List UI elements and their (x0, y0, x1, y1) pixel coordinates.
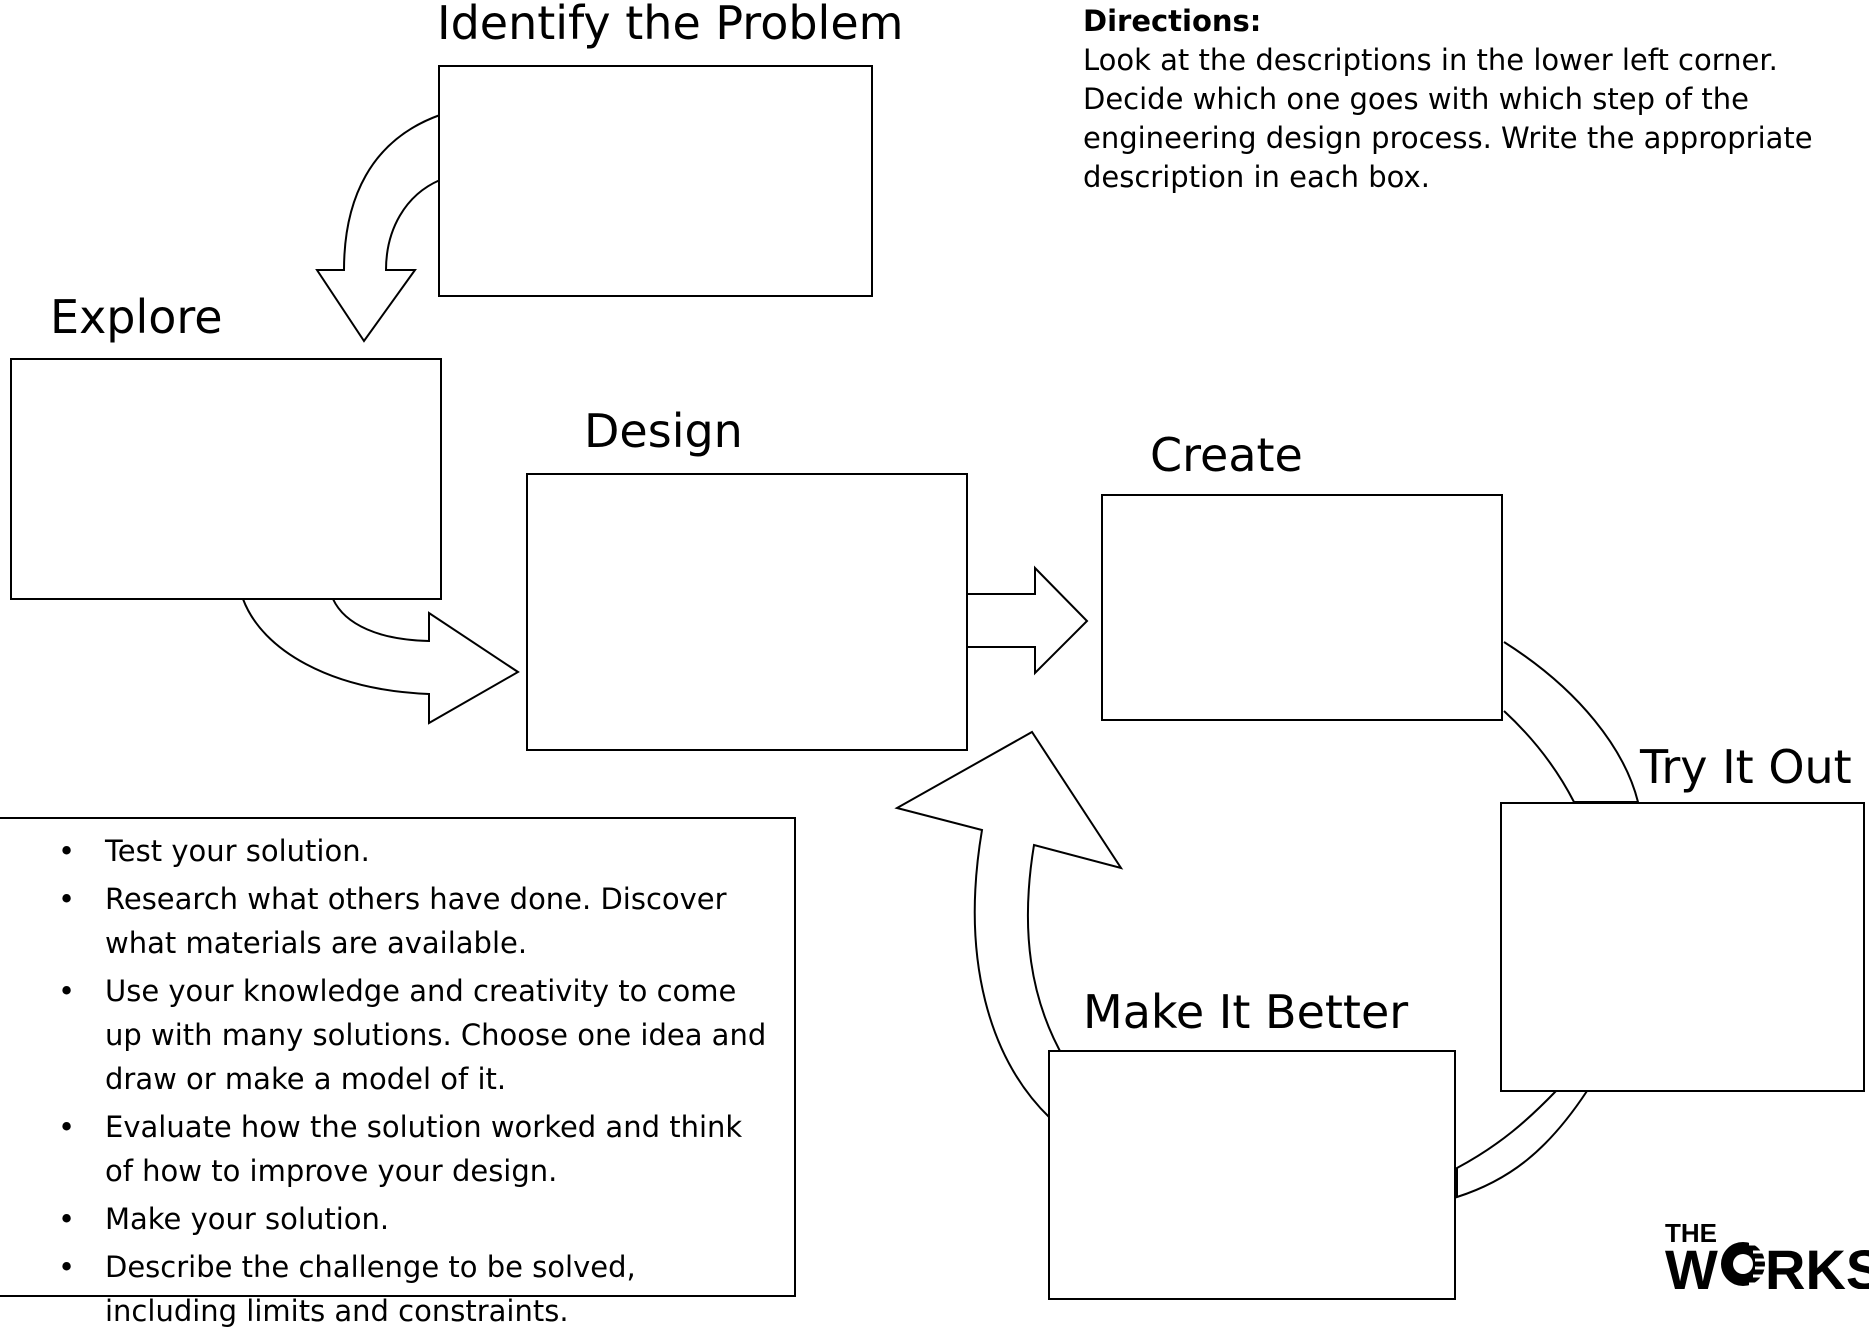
step-title-identify: Identify the Problem (437, 0, 904, 50)
description-item: • Make your solution. (0, 1197, 775, 1241)
description-item: • Evaluate how the solution worked and t… (0, 1105, 775, 1193)
step-title-create: Create (1150, 428, 1303, 482)
answer-box-explore[interactable] (10, 358, 442, 600)
description-item: • Test your solution. (0, 829, 775, 873)
arrow-better-to-design (894, 730, 1124, 1119)
bullet-icon: • (58, 1250, 76, 1284)
description-text: Test your solution. (105, 834, 370, 868)
arrow-create-to-try (1503, 641, 1640, 803)
answer-box-make-it-better[interactable] (1048, 1050, 1456, 1300)
bullet-icon: • (58, 1202, 76, 1236)
logo-the: THE (1665, 1218, 1717, 1248)
step-title-design: Design (584, 404, 743, 458)
bullet-icon: • (58, 1110, 76, 1144)
step-title-explore: Explore (50, 290, 223, 344)
arrow-design-to-create (967, 565, 1089, 676)
directions-text: Look at the descriptions in the lower le… (1083, 43, 1813, 194)
bullet-icon: • (58, 974, 76, 1008)
arrow-identify-to-explore (315, 114, 441, 343)
description-text: Describe the challenge to be solved, inc… (105, 1250, 636, 1328)
description-text: Use your knowledge and creativity to com… (105, 974, 767, 1096)
description-item: • Use your knowledge and creativity to c… (0, 969, 775, 1101)
logo-w: W (1665, 1238, 1718, 1289)
description-text: Make your solution. (105, 1202, 390, 1236)
the-works-logo: THE W RKS (1665, 1218, 1869, 1289)
answer-box-try-it-out[interactable] (1500, 802, 1865, 1092)
answer-box-create[interactable] (1101, 494, 1503, 721)
logo-rks: RKS (1765, 1238, 1869, 1289)
bullet-icon: • (58, 834, 76, 868)
gear-icon (1721, 1242, 1765, 1286)
directions-title: Directions: (1083, 4, 1262, 38)
arrow-explore-to-design (242, 598, 520, 725)
bullet-icon: • (58, 882, 76, 916)
arrow-try-to-better (1456, 1090, 1588, 1199)
answer-box-identify[interactable] (438, 65, 873, 297)
description-text: Evaluate how the solution worked and thi… (105, 1110, 743, 1188)
descriptions-panel: • Test your solution. • Research what ot… (0, 817, 796, 1328)
process-arrows (242, 114, 1640, 1199)
description-item: • Research what others have done. Discov… (0, 877, 775, 965)
step-title-try-it-out: Try It Out (1640, 740, 1852, 794)
description-item: • Describe the challenge to be solved, i… (0, 1245, 775, 1333)
step-title-make-it-better: Make It Better (1083, 985, 1409, 1039)
answer-box-design[interactable] (526, 473, 968, 751)
directions-block: Directions: Look at the descriptions in … (1083, 2, 1863, 197)
description-text: Research what others have done. Discover… (105, 882, 727, 960)
descriptions-list: • Test your solution. • Research what ot… (0, 829, 775, 1333)
